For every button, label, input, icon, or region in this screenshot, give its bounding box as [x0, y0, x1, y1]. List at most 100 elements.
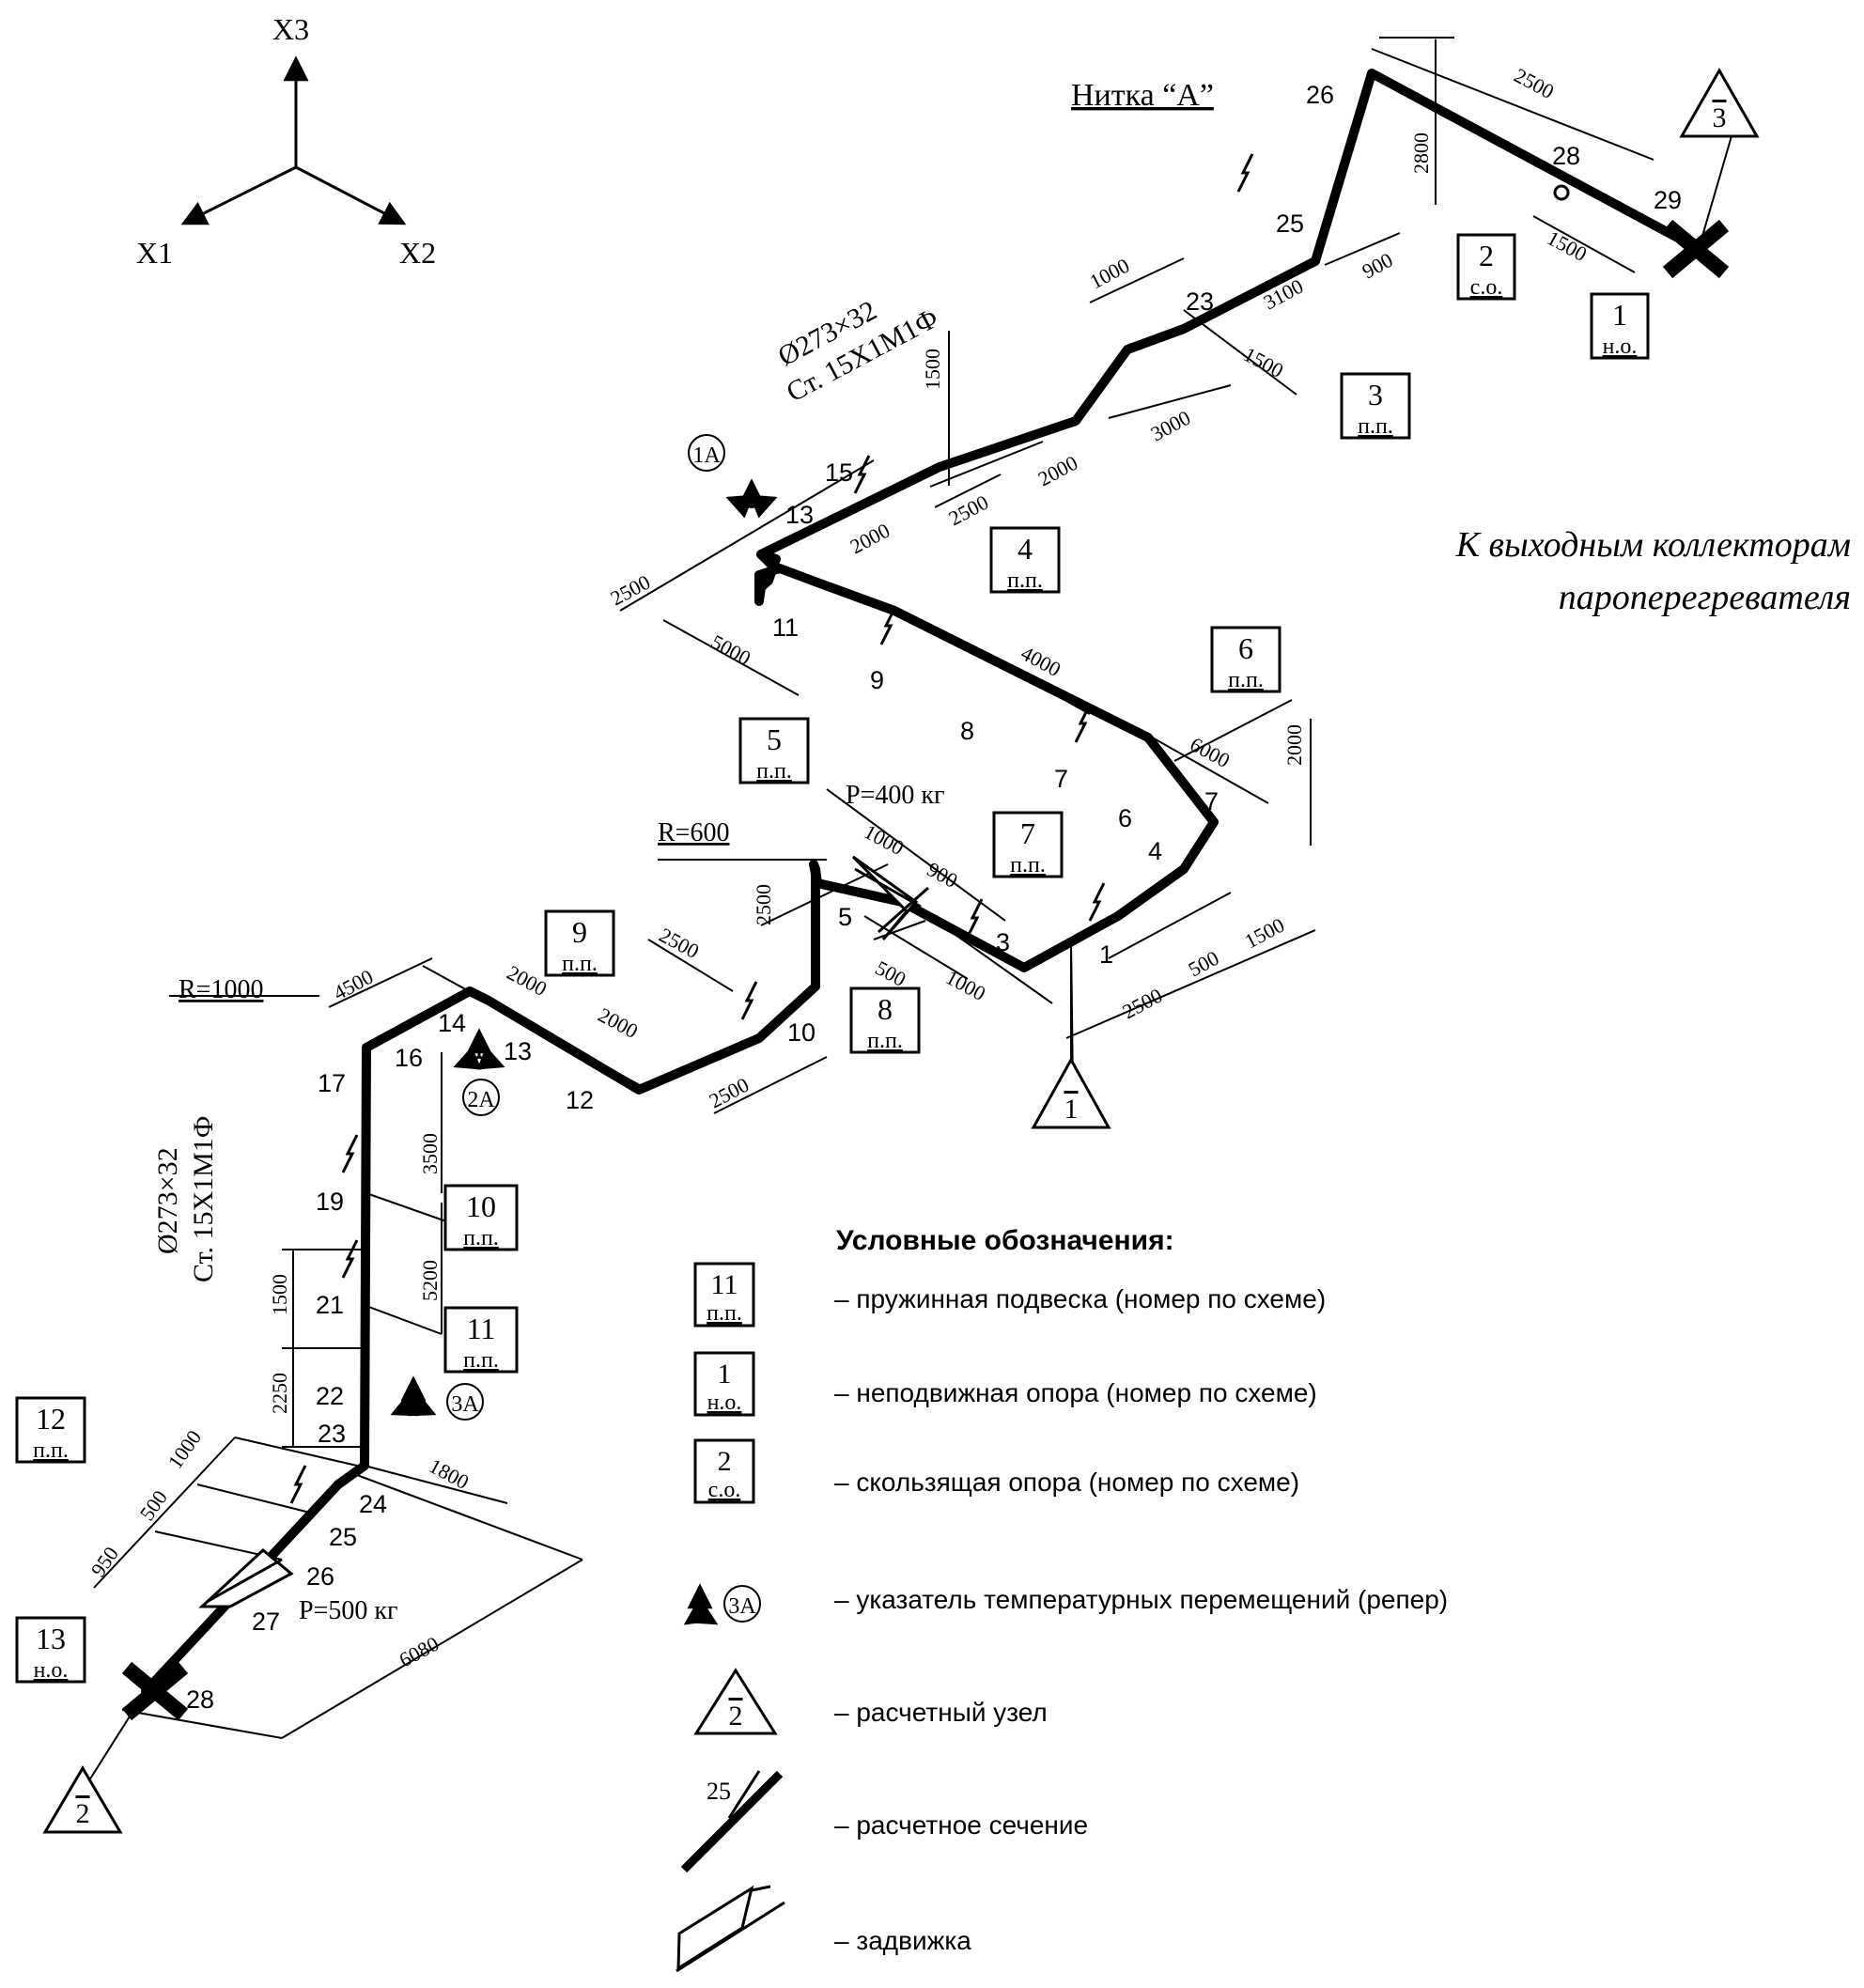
legend-section-num: 25 — [707, 1778, 731, 1805]
load-label-400: P=400 кг — [846, 781, 944, 810]
dim-line — [647, 939, 734, 992]
section-marks — [289, 153, 1254, 1504]
dim-text: 2800 — [1409, 132, 1433, 174]
dim-text: 1500 — [268, 1274, 291, 1315]
marker-2a-label: 2А — [467, 1088, 495, 1112]
section-mark — [341, 1239, 359, 1279]
support-3: 3 п.п. — [1340, 372, 1411, 440]
dim-text: 1000 — [1086, 254, 1134, 294]
section-mark — [879, 606, 897, 645]
legend-calc-node-num: 2 — [729, 1701, 743, 1732]
support-6: 6 п.п. — [1210, 626, 1282, 693]
dim-text: 2250 — [268, 1373, 291, 1414]
node-label: 22 — [316, 1382, 344, 1410]
node-label: 28 — [1552, 142, 1580, 170]
valve-lower — [198, 1548, 294, 1608]
dim-line — [1108, 384, 1232, 419]
dim-text: 2000 — [595, 1002, 643, 1043]
support-5: 5 п.п. — [738, 717, 810, 784]
dim-text: 1000 — [861, 819, 909, 860]
dim-line — [281, 1559, 583, 1739]
marker-1a-label: 1А — [692, 443, 721, 468]
support-type: п.п. — [1007, 568, 1043, 593]
load-label-500: P=500 кг — [299, 1596, 397, 1625]
pipe-bend-top — [756, 550, 775, 568]
dim-text: 3500 — [418, 1133, 442, 1174]
support-num: 1 — [1612, 298, 1627, 332]
marker-1a: 1А — [688, 434, 778, 519]
dim-line — [619, 459, 875, 612]
support-num: 12 — [36, 1402, 66, 1436]
node-label: 9 — [870, 666, 884, 694]
calc-node-leader — [1698, 129, 1734, 250]
dim-text: 2000 — [504, 960, 551, 1001]
dim-text: 500 — [872, 955, 910, 991]
support-type: п.п. — [562, 952, 598, 976]
support-type: п.п. — [867, 1029, 903, 1053]
support-12: 12 п.п. — [15, 1396, 86, 1464]
node-label: 3 — [996, 928, 1010, 956]
radius-label-600: R=600 — [658, 818, 729, 847]
dim-text: 1500 — [921, 349, 944, 390]
legend-box-num: 11 — [711, 1269, 738, 1300]
calc-node-num: 2 — [76, 1798, 90, 1829]
axis-x2-arrow — [295, 165, 407, 225]
node-label: 27 — [252, 1607, 280, 1636]
dim-line — [365, 1192, 447, 1222]
marker-3a-label: 3А — [451, 1392, 479, 1417]
support-num: 10 — [466, 1189, 496, 1223]
node-label: 1 — [1099, 940, 1113, 969]
support-type: п.п. — [1358, 414, 1393, 439]
dim-line — [826, 788, 1006, 922]
node-label: 8 — [960, 717, 974, 745]
dim-line — [356, 1474, 583, 1561]
dim-text: 500 — [135, 1485, 172, 1524]
dim-text: 6000 — [1187, 732, 1235, 772]
section-mark — [289, 1465, 307, 1504]
marker-3a: 3А — [390, 1375, 484, 1421]
destination-line1: К выходным коллекторам — [1455, 525, 1851, 565]
node-label: 26 — [306, 1562, 334, 1591]
dim-line — [1089, 257, 1185, 303]
pipe-spec-left-steel: Ст. 15Х1М1Ф — [188, 1115, 219, 1282]
fixed-support-29 — [1662, 219, 1730, 279]
legend-box-num: 2 — [718, 1446, 732, 1477]
dim-text: 5200 — [418, 1260, 442, 1301]
node-numbers: 26 25 23 28 29 13 15 11 9 8 7 6 7 4 5 3 … — [186, 81, 1682, 1714]
line-title: Нитка “А” — [1071, 78, 1214, 113]
dim-text: 900 — [924, 857, 962, 893]
node-label: 16 — [395, 1044, 423, 1072]
dimension-lines — [93, 37, 1654, 1739]
node-label: 13 — [785, 501, 814, 529]
support-type: п.п. — [1228, 668, 1264, 692]
axis-x1-arrow — [180, 165, 297, 225]
node-label: 6 — [1118, 804, 1132, 832]
node-label: 21 — [316, 1291, 344, 1319]
section-mark — [1088, 882, 1106, 922]
calc-node-2: 2 — [42, 1765, 123, 1834]
dim-line — [1183, 309, 1297, 396]
support-type: н.о. — [34, 1658, 69, 1683]
dim-text: 950 — [86, 1542, 123, 1580]
dim-line — [1532, 215, 1636, 273]
dim-line — [948, 929, 1053, 1004]
dim-line — [1108, 892, 1232, 959]
legend-box-type: с.о. — [708, 1478, 741, 1502]
dim-text: 5000 — [707, 629, 755, 670]
legend-box-type: п.п. — [707, 1301, 742, 1326]
legend-item-calc-node: – расчетный узел — [834, 1698, 1048, 1727]
dim-text: 2500 — [1119, 984, 1167, 1024]
section-mark — [1074, 704, 1092, 743]
support-num: 11 — [467, 1312, 496, 1345]
calc-node-leader — [88, 1690, 147, 1781]
legend-fixed-support: 1 н.о. – неподвижная опора (номер по схе… — [693, 1351, 1317, 1417]
support-7: 7 п.п. — [992, 811, 1064, 878]
node-label: 7 — [1054, 765, 1068, 793]
support-type: п.п. — [1010, 853, 1046, 878]
valve-upper — [851, 855, 929, 940]
support-type: п.п. — [756, 759, 792, 784]
dim-text: 4500 — [330, 965, 378, 1005]
legend-item-calc-section: – расчетное сечение — [834, 1810, 1088, 1840]
section-mark — [1236, 153, 1254, 193]
section-mark — [740, 981, 758, 1020]
